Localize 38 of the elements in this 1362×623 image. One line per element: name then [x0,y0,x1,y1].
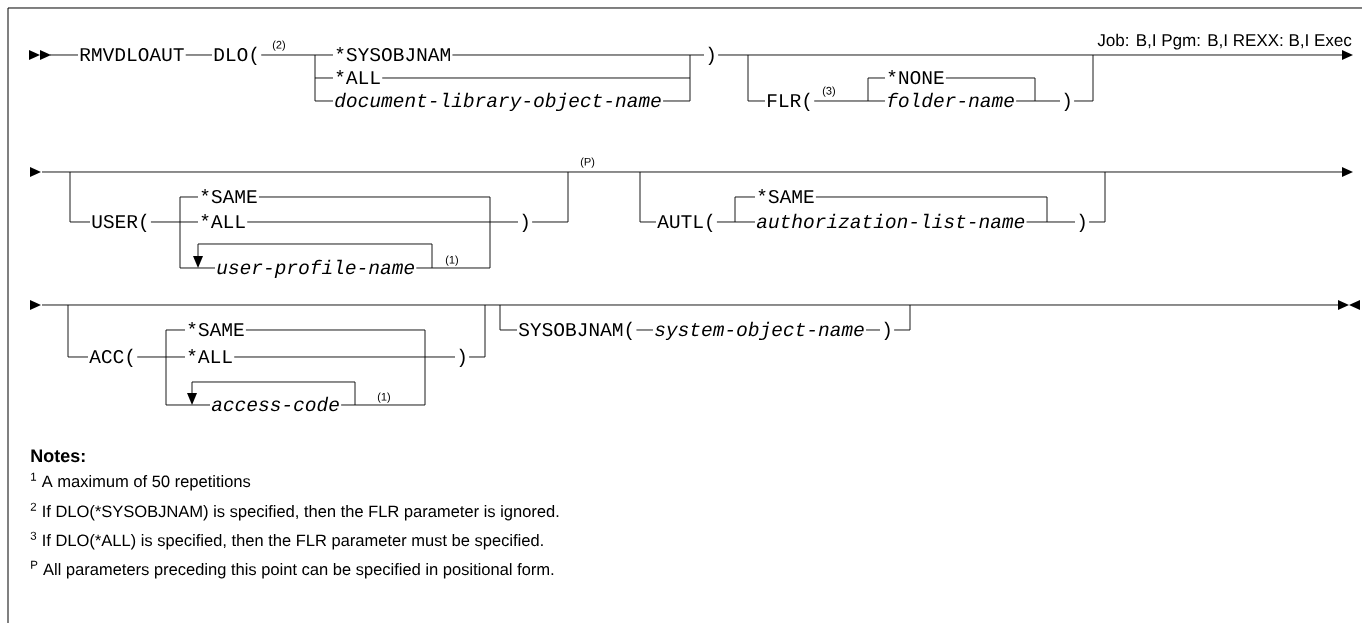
keyword: *SAME [758,188,814,204]
keyword: SYSOBJNAM( [518,321,632,341]
environment-text: Job: B,I Pgm: B,I REXX: B,I Exec [1097,33,1352,50]
variable-name: folder-name [888,92,1014,108]
keyword: *SYSOBJNAM [336,46,450,62]
footnote-reference: (1) [377,392,390,403]
keyword: *ALL [201,213,245,228]
note-text: $^{2}$ If DLO(*SYSOBJNAM) is specified, then the FLR parameter is ignored. [30,502,559,521]
note-text: $^{3}$ If DLO(*ALL) is specified, then the FLR parameter must be specified. [30,531,543,550]
keyword: *ALL [188,348,232,363]
notes-heading: Notes: [31,449,85,463]
variable-name: authorization-list-name [756,213,1025,229]
keyword: *ALL [336,69,380,84]
keyword: *SAME [188,321,244,337]
keyword: ACC( [89,348,133,368]
keyword: ) [884,321,890,341]
variable-name: system-object-name [655,321,864,341]
keyword: AUTL( [657,213,713,233]
keyword: ) [522,213,528,233]
keyword: *SAME [201,188,257,204]
footnote-reference: (1) [445,255,458,266]
variable-name: access-code [211,396,339,412]
keyword: USER( [92,213,147,233]
footnote-reference: (P) [580,157,595,168]
variable-name: user-profile-name [217,259,414,279]
keyword: FLR( [768,92,810,112]
variable-name: document-library-object-name [335,92,661,112]
keyword: ) [1079,213,1085,233]
keyword: ) [708,46,714,66]
keyword: RMVDLOAUT [80,47,184,62]
note-text: $^{P}$ All parameters preceding this point can be specified in positional form. [31,560,554,579]
footnote-reference: (2) [272,40,285,51]
keyword: ) [1064,92,1070,112]
note-text: $^{1}$ A maximum of 50 repetitions [31,472,251,491]
keyword: *NONE [888,69,944,85]
footnote-reference: (3) [822,86,835,97]
keyword: DLO( [214,46,257,66]
keyword: ) [459,348,465,368]
